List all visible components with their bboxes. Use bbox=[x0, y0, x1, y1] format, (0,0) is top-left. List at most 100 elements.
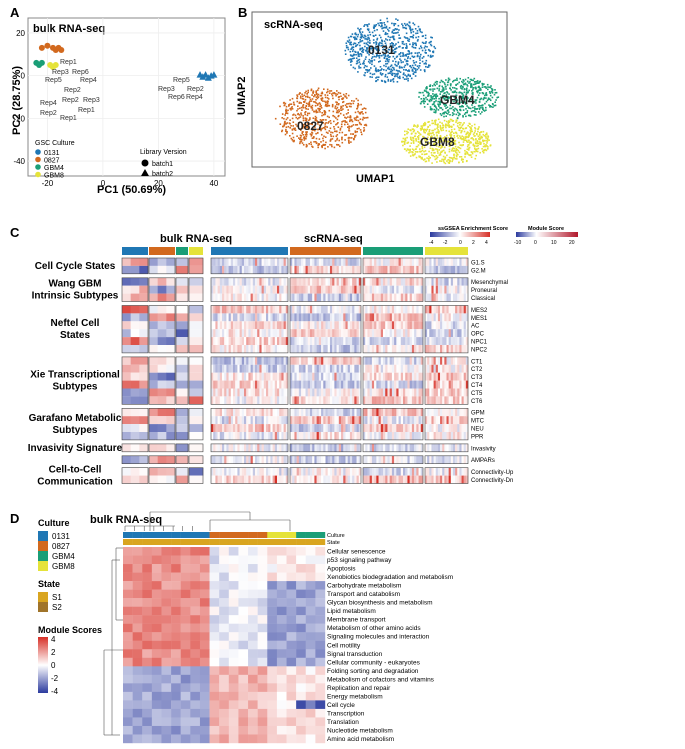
umap-cell bbox=[471, 84, 473, 86]
heat-cell bbox=[394, 265, 397, 274]
umap-cell bbox=[401, 141, 403, 143]
umap-cell bbox=[460, 101, 463, 104]
umap-cell bbox=[311, 133, 313, 136]
umap-cell bbox=[420, 53, 422, 56]
umap-cell bbox=[348, 142, 350, 144]
umap-cell bbox=[348, 105, 351, 108]
heat-cell bbox=[450, 305, 454, 314]
group-frame bbox=[121, 257, 149, 275]
umap-cell bbox=[460, 156, 463, 158]
heat-cell bbox=[389, 416, 393, 425]
heat-cell bbox=[290, 305, 293, 314]
umap-cell bbox=[389, 36, 391, 39]
heat-cell bbox=[376, 313, 379, 322]
heat-cell bbox=[354, 364, 357, 373]
heat-cell bbox=[139, 258, 149, 266]
umap-cell bbox=[315, 111, 318, 114]
heat-cell bbox=[314, 408, 317, 417]
umap-cell bbox=[294, 114, 297, 117]
umap-cell bbox=[359, 129, 362, 131]
heat-cell bbox=[219, 388, 223, 397]
umap-cell bbox=[357, 71, 359, 73]
heat-cell bbox=[270, 265, 273, 274]
heat-cell bbox=[440, 396, 443, 405]
heat-cell bbox=[228, 285, 231, 294]
heat-cell bbox=[268, 345, 271, 353]
heat-cell bbox=[318, 356, 322, 365]
umap-cell bbox=[310, 135, 313, 137]
umap-cell bbox=[430, 36, 432, 39]
umap-cell bbox=[453, 135, 456, 137]
heat-cell bbox=[323, 285, 326, 294]
umap-cell bbox=[335, 117, 337, 119]
heat-cell bbox=[301, 265, 304, 274]
heat-cell bbox=[383, 293, 386, 302]
umap-cell bbox=[362, 118, 364, 121]
umap-cell bbox=[415, 148, 417, 150]
heat-cell bbox=[309, 265, 313, 274]
heat-cell bbox=[463, 305, 467, 314]
heat-cell bbox=[327, 356, 331, 365]
heat-cell bbox=[409, 388, 413, 397]
umap-cell bbox=[451, 120, 454, 122]
umap-cell bbox=[419, 102, 422, 105]
heat-cell bbox=[277, 285, 280, 294]
umap-cell bbox=[494, 92, 497, 94]
umap-cell bbox=[288, 104, 290, 106]
heat-cell bbox=[233, 265, 236, 274]
umap-cell bbox=[333, 128, 336, 130]
umap-cell bbox=[309, 98, 312, 101]
umap-cell bbox=[482, 98, 485, 100]
heat-cell bbox=[433, 258, 436, 266]
umap-cell bbox=[442, 81, 444, 83]
heat-cell bbox=[380, 396, 384, 405]
heat-cell bbox=[279, 345, 282, 353]
heat-cell bbox=[336, 364, 340, 373]
heat-cell bbox=[266, 396, 269, 405]
umap-cell bbox=[429, 157, 431, 159]
umap-cell bbox=[474, 108, 477, 110]
umap-cell bbox=[316, 93, 318, 96]
umap-cell bbox=[439, 135, 442, 137]
heat-cell bbox=[455, 258, 458, 266]
umap-cell bbox=[336, 118, 339, 121]
umap-cell bbox=[431, 122, 433, 125]
umap-cell bbox=[363, 127, 365, 129]
heat-cell bbox=[292, 277, 295, 286]
heat-cell bbox=[338, 364, 342, 373]
heat-cell bbox=[341, 321, 344, 330]
umap-cell bbox=[489, 99, 492, 102]
heat-cell bbox=[391, 356, 395, 365]
heat-cell bbox=[266, 345, 269, 353]
umap-cell bbox=[419, 30, 422, 33]
umap-cell bbox=[419, 62, 421, 64]
heat-cell bbox=[279, 293, 282, 302]
umap-cell bbox=[294, 129, 297, 131]
heat-cell bbox=[391, 321, 395, 330]
heat-cell bbox=[405, 285, 408, 294]
heat-cell bbox=[414, 265, 417, 274]
heat-cell bbox=[427, 305, 430, 314]
heat-cell bbox=[371, 372, 375, 381]
umap-cell bbox=[472, 79, 474, 82]
rep-label: Rep1 bbox=[60, 59, 77, 66]
umap-cell bbox=[360, 40, 362, 43]
umap-cell bbox=[289, 127, 291, 129]
heat-cell bbox=[246, 372, 249, 381]
umap-cell bbox=[475, 154, 477, 157]
heat-cell bbox=[427, 313, 430, 322]
heat-cell bbox=[446, 285, 449, 294]
umap-cell bbox=[450, 157, 452, 159]
umap-cell bbox=[432, 88, 434, 90]
umap-cell bbox=[332, 135, 335, 138]
umap-cell bbox=[354, 67, 356, 70]
umap-cell bbox=[285, 130, 287, 132]
heat-cell bbox=[157, 345, 167, 353]
ssgsea-colorbar bbox=[430, 232, 490, 237]
umap-cell bbox=[326, 97, 329, 99]
heat-cell bbox=[343, 329, 346, 338]
umap-cell bbox=[465, 136, 467, 138]
umap-cell bbox=[407, 74, 410, 77]
heat-cell bbox=[283, 356, 286, 365]
umap-cell bbox=[450, 99, 453, 102]
